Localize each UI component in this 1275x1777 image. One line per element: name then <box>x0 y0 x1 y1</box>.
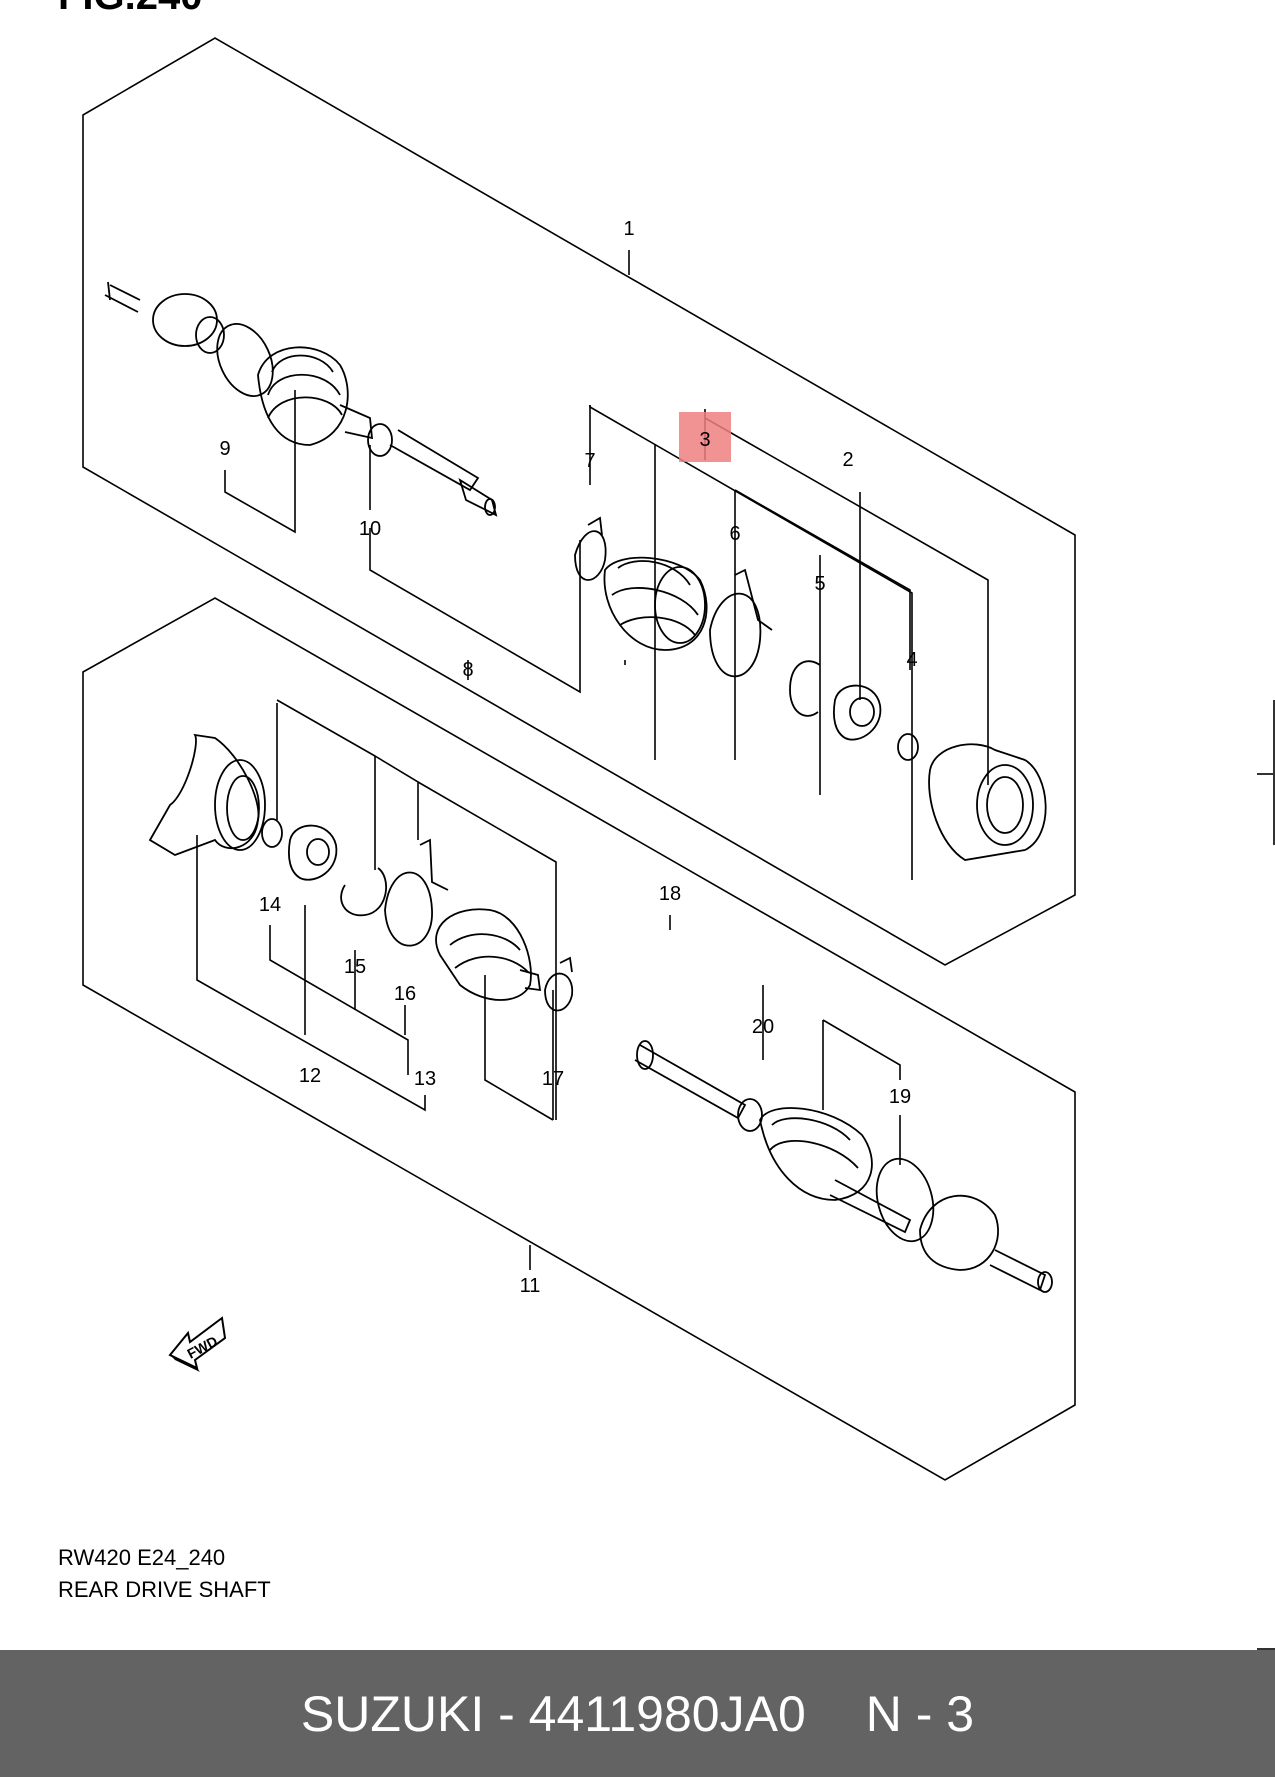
callout-10[interactable]: 10 <box>359 518 381 540</box>
lower-assembly-frame <box>82 597 1076 1481</box>
inner-boot-band <box>367 423 393 457</box>
edge-line <box>1273 700 1275 845</box>
callout-14[interactable]: 14 <box>259 894 281 916</box>
callout-highlight <box>679 412 731 462</box>
diagram-title: REAR DRIVE SHAFT <box>58 1577 271 1602</box>
callout-3[interactable]: 3 <box>699 429 710 451</box>
callout-17[interactable]: 17 <box>542 1068 564 1090</box>
lower-snap-ring <box>261 818 283 848</box>
outer-boot-band <box>216 323 274 397</box>
callout-5[interactable]: 5 <box>814 573 825 595</box>
callout-16[interactable]: 16 <box>394 983 416 1005</box>
lower-outer-housing <box>148 733 260 856</box>
boot-upper <box>603 556 708 651</box>
boot-clamp-large <box>709 592 762 678</box>
outer-joint-housing <box>152 293 218 347</box>
lower-inner-race <box>287 824 338 881</box>
reference-number: N - 3 <box>865 1685 975 1742</box>
callout-9[interactable]: 9 <box>219 438 230 460</box>
lower-clamp-large <box>384 871 433 947</box>
callout-12[interactable]: 12 <box>299 1065 321 1087</box>
inner-joint-parts-upper <box>574 516 1047 861</box>
inner-race <box>832 684 882 741</box>
callout-8[interactable]: 8 <box>462 659 473 681</box>
edge-mark <box>1257 773 1275 775</box>
footer-bar: SUZUKI - 4411980JA0 N - 3 <box>0 1650 1275 1777</box>
callout-2[interactable]: 2 <box>842 449 853 471</box>
callout-7[interactable]: 7 <box>584 450 595 472</box>
edge-mark <box>1257 1648 1275 1650</box>
small-ring <box>897 733 919 761</box>
callout-19[interactable]: 19 <box>889 1086 911 1108</box>
callout-4[interactable]: 4 <box>906 649 917 671</box>
upper-drive-shaft-parts <box>104 281 498 517</box>
lower-boot <box>435 908 532 1001</box>
outer-joint-spline <box>104 281 141 313</box>
lower-ring-clip <box>340 867 387 917</box>
snap-ring <box>789 660 821 717</box>
figure-heading: FIG.240 <box>58 0 203 19</box>
shaft-bar <box>389 429 480 492</box>
boot-clamp-small <box>574 530 607 581</box>
lower-clamp-small <box>544 972 573 1012</box>
outer-housing <box>928 743 1047 861</box>
lower-drive-shaft-parts <box>148 733 573 1012</box>
callout-13[interactable]: 13 <box>414 1068 436 1090</box>
callout-11[interactable]: 11 <box>520 1275 541 1297</box>
callout-15[interactable]: 15 <box>344 956 366 978</box>
outer-boot <box>257 346 349 446</box>
fwd-arrow-icon: FWD <box>168 1316 227 1372</box>
callout-1[interactable]: 1 <box>623 218 634 240</box>
callout-18[interactable]: 18 <box>659 883 681 905</box>
lower-shaft-assembly <box>634 1040 1053 1293</box>
part-number: SUZUKI - 4411980JA0 <box>300 1685 806 1742</box>
upper-assembly-frame <box>82 37 1076 966</box>
callout-20[interactable]: 20 <box>752 1016 774 1038</box>
callout-6[interactable]: 6 <box>729 523 740 545</box>
diagram-code: RW420 E24_240 <box>58 1545 226 1570</box>
